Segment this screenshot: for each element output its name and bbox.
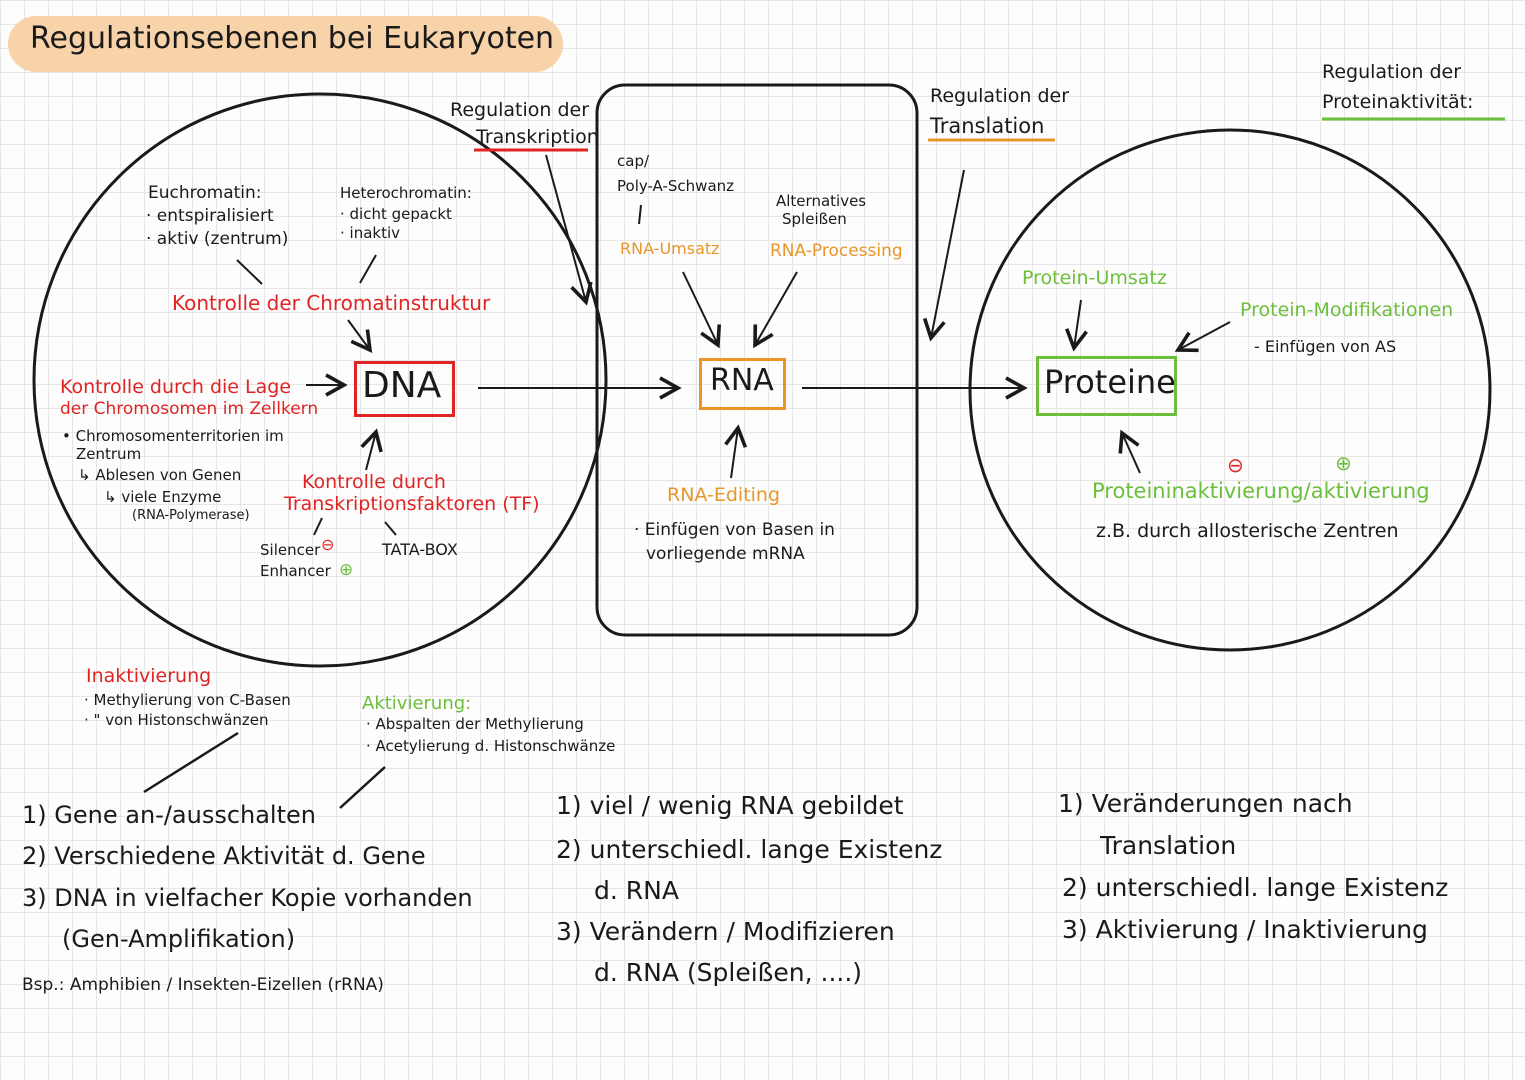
summary-rna-1: 1) viel / wenig RNA gebildet [556, 791, 904, 820]
rna-panel [595, 83, 919, 637]
summary-rna-2: 2) unterschiedl. lange Existenz [556, 835, 943, 864]
inactivation-item-2: · " von Histonschwänzen [84, 711, 269, 729]
silencer-minus-icon: ⊖ [321, 535, 335, 554]
header-translation-1: Regulation der [930, 85, 1070, 107]
inactivation-title: Inaktivierung [86, 665, 212, 687]
summary-protein-4: 3) Aktivierung / Inaktivierung [1062, 915, 1428, 944]
activation-item-2: · Acetylierung d. Histonschwänze [366, 737, 616, 755]
proteins-box [1036, 356, 1177, 416]
editing-note-2: vorliegende mRNA [646, 544, 805, 564]
proteins-label: Proteine [1044, 363, 1176, 401]
summary-dna-4: (Gen-Amplifikation) [62, 925, 296, 953]
protein-minus-icon: ⊖ [1227, 453, 1244, 477]
activation-title: Aktivierung: [362, 693, 472, 714]
cap-label-2: Poly-A-Schwanz [617, 177, 735, 195]
protein-plus-icon: ⊕ [1335, 451, 1352, 475]
page-title: Regulationsebenen bei Eukaryoten [30, 21, 555, 56]
cap-label-1: cap/ [617, 152, 650, 170]
position-control-1: Kontrolle durch die Lage [60, 376, 292, 398]
tf-control-1: Kontrolle durch [302, 471, 446, 493]
territories-2: Zentrum [76, 445, 142, 463]
heterochromatin-item-1: · dicht gepackt [340, 205, 452, 223]
title-highlight [8, 16, 563, 72]
rna-label: RNA [710, 363, 774, 398]
header-transcription-1: Regulation der [450, 99, 590, 121]
euchromatin-title: Euchromatin: [148, 183, 262, 203]
heterochromatin-title: Heterochromatin: [340, 184, 472, 202]
rna-turnover-label: RNA-Umsatz [620, 239, 720, 258]
inactivation-item-1: · Methylierung von C-Basen [84, 691, 291, 709]
inactivation-activation-label: Proteininaktivierung/aktivierung [1092, 479, 1430, 503]
summary-dna-2: 2) Verschiedene Aktivität d. Gene [22, 842, 426, 870]
enhancer-plus-icon: ⊕ [339, 560, 354, 580]
protein-turnover-label: Protein-Umsatz [1022, 267, 1167, 289]
summary-protein-3: 2) unterschiedl. lange Existenz [1062, 873, 1449, 902]
protein-circle [968, 128, 1492, 652]
position-control-2: der Chromosomen im Zellkern [60, 399, 319, 419]
alt-splicing-2: Spleißen [782, 210, 847, 228]
dna-box [354, 361, 455, 417]
alt-splicing-1: Alternatives [776, 192, 867, 210]
enhancer-label: Enhancer [260, 562, 331, 580]
euchromatin-item-1: · entspiralisiert [146, 206, 274, 226]
chromatin-control-label: Kontrolle der Chromatinstruktur [172, 291, 491, 315]
many-enzymes: ↳ viele Enzyme [104, 488, 222, 506]
insert-as-label: - Einfügen von AS [1254, 337, 1397, 356]
header-transcription-2: Transkription [476, 126, 599, 148]
rna-processing-label: RNA-Processing [770, 241, 903, 261]
rna-box [699, 358, 786, 410]
header-protein-2: Proteinaktivität: [1322, 91, 1474, 113]
rna-polymerase: (RNA-Polymerase) [132, 508, 250, 523]
tf-control-2: Transkriptionsfaktoren (TF) [284, 493, 540, 515]
header-translation-2: Translation [930, 114, 1045, 138]
dna-label: DNA [362, 365, 442, 406]
summary-rna-3: d. RNA [594, 876, 679, 905]
summary-dna-example: Bsp.: Amphibien / Insekten-Eizellen (rRN… [22, 975, 384, 995]
rna-editing-label: RNA-Editing [667, 484, 781, 506]
territories-1: • Chromosomenterritorien im [62, 427, 284, 445]
summary-rna-4: 3) Verändern / Modifizieren [556, 917, 895, 946]
summary-protein-1: 1) Veränderungen nach [1058, 789, 1353, 818]
summary-dna-1: 1) Gene an-/ausschalten [22, 801, 316, 829]
read-genes: ↳ Ablesen von Genen [78, 466, 242, 484]
tata-box-label: TATA-BOX [382, 540, 458, 559]
silencer-label: Silencer [260, 541, 321, 559]
editing-note-1: · Einfügen von Basen in [634, 520, 835, 540]
protein-mod-label: Protein-Modifikationen [1240, 299, 1454, 321]
dna-circle [32, 92, 608, 668]
activation-item-1: · Abspalten der Methylierung [366, 715, 584, 733]
euchromatin-item-2: · aktiv (zentrum) [146, 229, 289, 249]
header-protein-1: Regulation der [1322, 61, 1462, 83]
allosteric-label: z.B. durch allosterische Zentren [1096, 520, 1399, 542]
summary-rna-5: d. RNA (Spleißen, ....) [594, 958, 863, 987]
summary-dna-3: 3) DNA in vielfacher Kopie vorhanden [22, 884, 473, 912]
heterochromatin-item-2: · inaktiv [340, 224, 401, 242]
summary-protein-2: Translation [1100, 831, 1237, 860]
